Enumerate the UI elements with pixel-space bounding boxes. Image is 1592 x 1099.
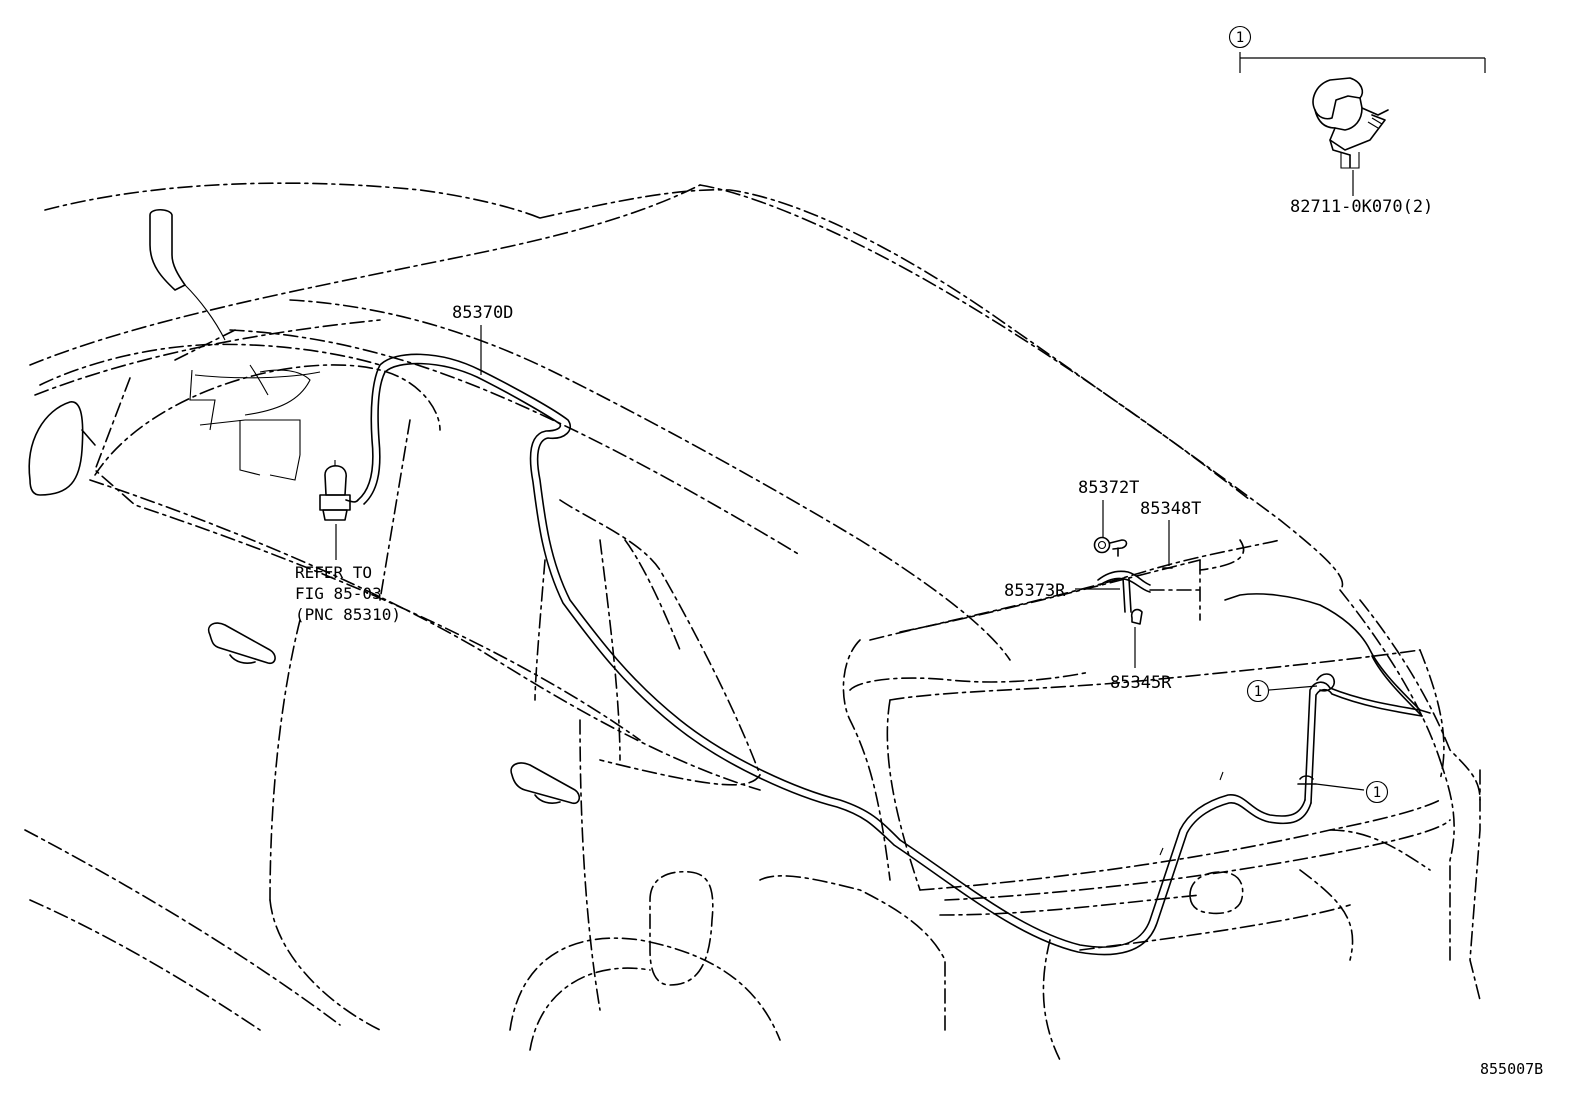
callout-upper-clamp: 1 xyxy=(1246,679,1270,703)
vehicle-body-outline xyxy=(24,182,1481,1061)
callout-lower-clamp: 1 xyxy=(1365,780,1389,804)
svg-text:1: 1 xyxy=(1236,30,1244,46)
svg-text:1: 1 xyxy=(1254,684,1262,700)
reference-note-line3: (PNC 85310) xyxy=(295,605,401,624)
rear-door-handle-icon xyxy=(510,762,581,805)
figure-number: 855007B xyxy=(1480,1060,1543,1078)
label-85345r: 85345R xyxy=(1110,673,1172,693)
svg-text:1: 1 xyxy=(1373,785,1381,801)
washer-pump-icon xyxy=(319,460,359,521)
nozzle-cap-icon xyxy=(1093,536,1128,557)
washer-filler-neck-icon xyxy=(149,208,186,291)
reference-note-line1: REFER TO xyxy=(295,563,372,582)
washer-hose-route xyxy=(357,353,1431,956)
label-82711-0k070: 82711-0K070(2) xyxy=(1290,197,1433,217)
hose-clamp-upper-icon xyxy=(1316,673,1336,692)
hose-clamp-icon xyxy=(1312,77,1389,169)
label-85372t: 85372T xyxy=(1078,478,1139,498)
label-85370d: 85370D xyxy=(452,303,513,323)
hose-clamp-lower-icon xyxy=(1297,775,1317,785)
nozzle-icon xyxy=(1130,608,1143,625)
label-85348t: 85348T xyxy=(1140,499,1201,519)
reference-note-line2: FIG 85-03 xyxy=(295,584,382,603)
joint-icon xyxy=(1097,570,1151,613)
callout-top: 1 xyxy=(1228,25,1252,49)
front-door-handle-icon xyxy=(207,622,276,665)
leader-lines xyxy=(335,52,1486,791)
vehicle-solid-details xyxy=(28,208,581,805)
side-mirror-icon xyxy=(28,401,84,496)
label-85373r: 85373R xyxy=(1004,581,1066,601)
